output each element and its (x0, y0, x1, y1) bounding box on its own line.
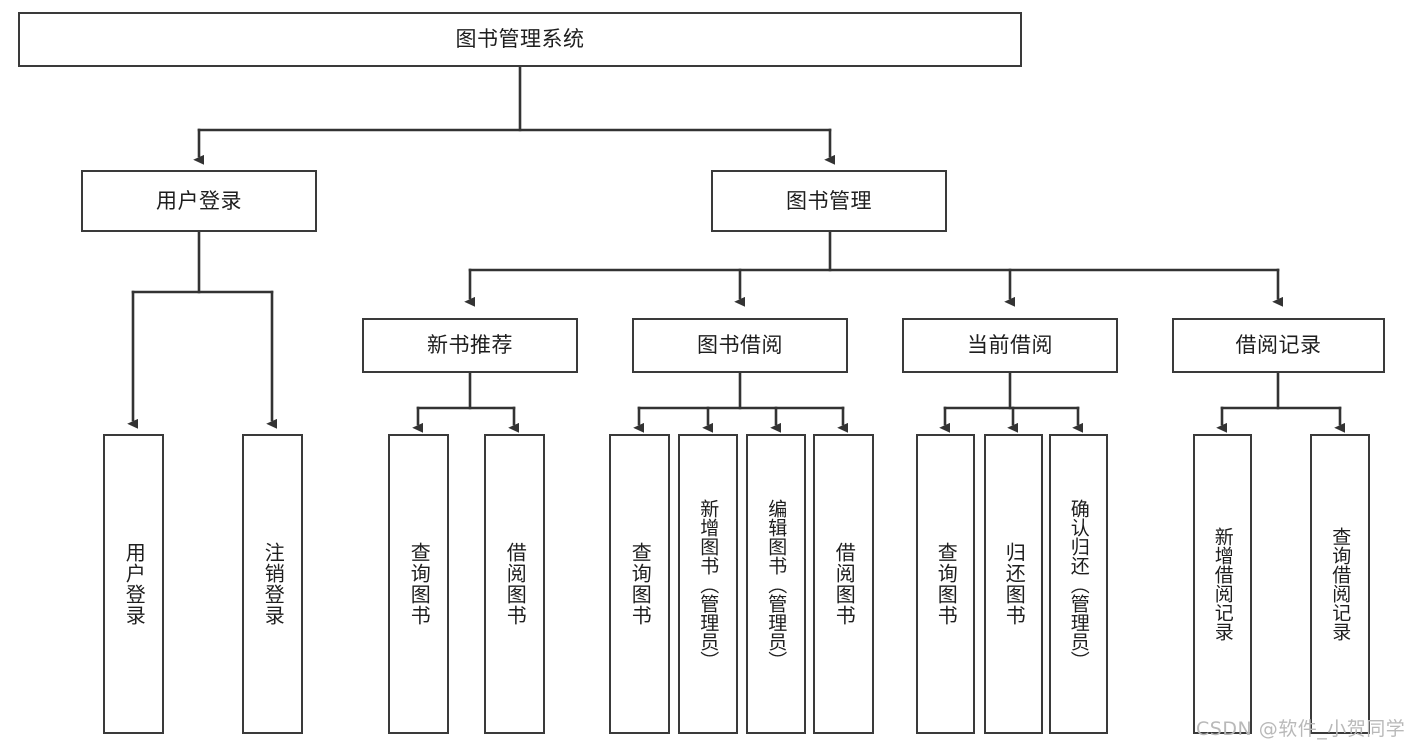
node-leaf-confirm-return-label: 确认归还（管理员） (1067, 498, 1090, 670)
node-new-book-rec-label: 新书推荐 (427, 333, 513, 358)
node-book-borrow-label: 图书借阅 (697, 333, 783, 358)
node-current-borrow-label: 当前借阅 (967, 333, 1053, 358)
node-leaf-query-record[interactable]: 查询借阅记录 (1310, 434, 1370, 734)
node-user-login[interactable]: 用户登录 (81, 170, 317, 232)
node-user-login-label: 用户登录 (156, 188, 242, 213)
node-leaf-query-book-3[interactable]: 查询图书 (916, 434, 975, 734)
node-leaf-return-book-label: 归还图书 (1002, 542, 1027, 626)
node-book-borrow[interactable]: 图书借阅 (632, 318, 848, 373)
node-leaf-borrow-book-1-label: 借阅图书 (503, 542, 528, 626)
node-leaf-logout-label: 注销登录 (261, 542, 286, 626)
node-leaf-query-record-label: 查询借阅记录 (1329, 527, 1352, 641)
node-root-label: 图书管理系统 (455, 27, 585, 52)
node-book-manage-label: 图书管理 (786, 188, 872, 213)
node-leaf-borrow-book-2-label: 借阅图书 (832, 542, 857, 626)
node-leaf-query-book-2[interactable]: 查询图书 (609, 434, 670, 734)
node-leaf-query-book-3-label: 查询图书 (934, 542, 959, 626)
node-current-borrow[interactable]: 当前借阅 (902, 318, 1118, 373)
node-leaf-borrow-book-1[interactable]: 借阅图书 (484, 434, 545, 734)
node-book-manage[interactable]: 图书管理 (711, 170, 947, 232)
node-leaf-query-book-1-label: 查询图书 (407, 542, 432, 626)
watermark-text: CSDN @软件_小贺同学 (1196, 718, 1405, 740)
node-leaf-user-login-label: 用户登录 (122, 542, 147, 626)
node-leaf-query-book-2-label: 查询图书 (628, 542, 653, 626)
node-leaf-edit-book[interactable]: 编辑图书（管理员） (746, 434, 806, 734)
node-leaf-confirm-return[interactable]: 确认归还（管理员） (1049, 434, 1108, 734)
node-leaf-add-book[interactable]: 新增图书（管理员） (678, 434, 738, 734)
node-leaf-user-login[interactable]: 用户登录 (103, 434, 164, 734)
node-leaf-add-record-label: 新增借阅记录 (1211, 527, 1234, 641)
node-leaf-add-record[interactable]: 新增借阅记录 (1193, 434, 1252, 734)
node-root[interactable]: 图书管理系统 (18, 12, 1022, 67)
node-borrow-record-label: 借阅记录 (1235, 333, 1322, 358)
node-leaf-logout[interactable]: 注销登录 (242, 434, 303, 734)
node-leaf-query-book-1[interactable]: 查询图书 (388, 434, 449, 734)
node-leaf-edit-book-label: 编辑图书（管理员） (765, 498, 788, 670)
node-new-book-rec[interactable]: 新书推荐 (362, 318, 578, 373)
node-leaf-return-book[interactable]: 归还图书 (984, 434, 1043, 734)
node-leaf-borrow-book-2[interactable]: 借阅图书 (813, 434, 874, 734)
node-leaf-add-book-label: 新增图书（管理员） (697, 498, 720, 670)
node-borrow-record[interactable]: 借阅记录 (1172, 318, 1385, 373)
